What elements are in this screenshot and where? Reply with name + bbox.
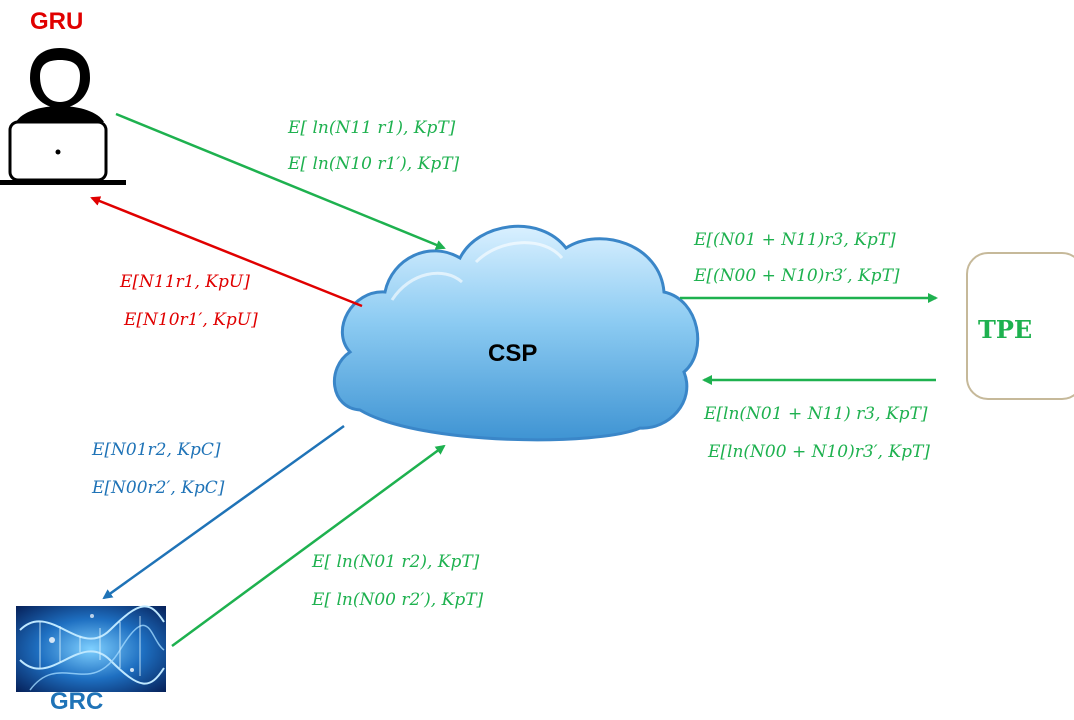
gru-label: GRU [30, 8, 84, 35]
msg-grc-to-csp-2: E[ ln(N00 r2′), KpT] [312, 590, 484, 610]
msg-gru-to-csp-2: E[ ln(N10 r1′), KpT] [288, 154, 460, 174]
msg-csp-to-grc-1: E[N01r2, KpC] [92, 440, 221, 460]
arrow-grc-to-csp [171, 444, 446, 648]
tpe-label: TPE [978, 315, 1033, 344]
arrow-gru-to-csp [115, 112, 446, 250]
msg-csp-to-grc-2: E[N00r2′, KpC] [92, 478, 225, 498]
cloud-icon [333, 224, 700, 442]
dna-image-icon [16, 605, 166, 692]
tpe-node [966, 252, 1074, 400]
arrow-csp-to-grc [102, 424, 345, 600]
user-laptop-icon [0, 48, 126, 185]
msg-tpe-to-csp-1: E[ln(N01 + N11) r3, KpT] [704, 404, 928, 424]
arrow-csp-to-gru [90, 196, 363, 308]
msg-gru-to-csp-1: E[ ln(N11 r1), KpT] [288, 118, 456, 138]
msg-grc-to-csp-1: E[ ln(N01 r2), KpT] [312, 552, 480, 572]
msg-csp-to-tpe-2: E[(N00 + N10)r3′, KpT] [694, 266, 900, 286]
csp-label: CSP [488, 340, 538, 367]
msg-csp-to-tpe-1: E[(N01 + N11)r3, KpT] [694, 230, 896, 250]
grc-label: GRC [50, 688, 104, 715]
msg-csp-to-gru-2: E[N10r1′, KpU] [124, 310, 258, 330]
msg-csp-to-gru-1: E[N11r1, KpU] [120, 272, 250, 292]
msg-tpe-to-csp-2: E[ln(N00 + N10)r3′, KpT] [708, 442, 930, 462]
